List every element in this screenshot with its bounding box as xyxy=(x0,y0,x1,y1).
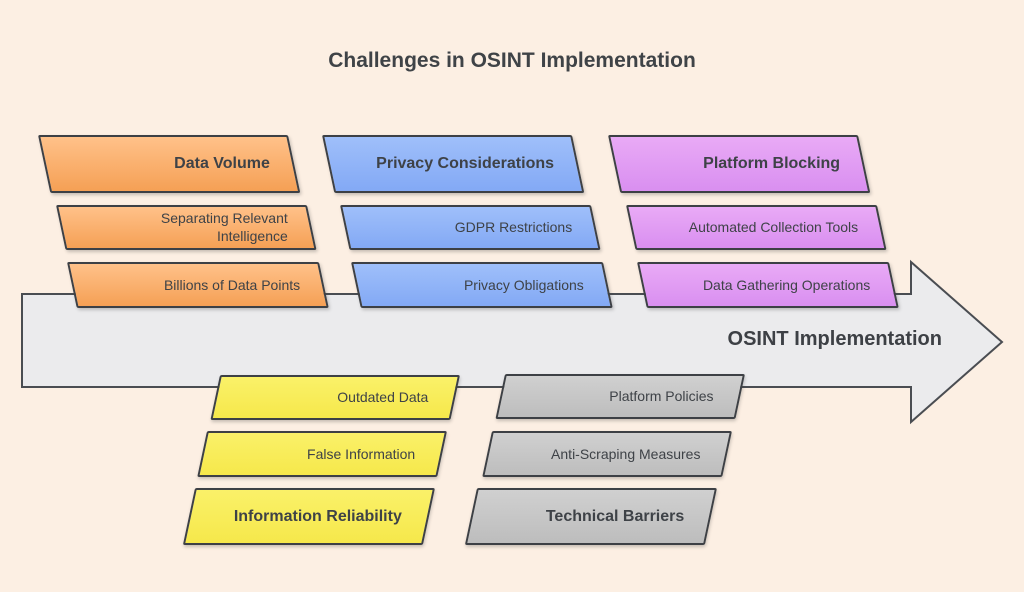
technical-barriers-item-2-label: Anti-Scraping Measures xyxy=(550,445,701,462)
information-reliability-item-2-label: False Information xyxy=(306,445,416,462)
information-reliability-item-1: Outdated Data xyxy=(210,375,460,420)
data-volume-header-label: Data Volume xyxy=(174,155,271,172)
platform-blocking-item-1-label: Automated Collection Tools xyxy=(688,219,858,236)
information-reliability-header-label: Information Reliability xyxy=(233,507,402,525)
platform-blocking-item-1: Automated Collection Tools xyxy=(626,205,887,250)
page-title: Challenges in OSINT Implementation xyxy=(328,49,696,72)
arrow-label: OSINT Implementation xyxy=(727,328,942,350)
platform-blocking-item-2-label: Data Gathering Operations xyxy=(702,276,870,293)
privacy-considerations-header-label: Privacy Considerations xyxy=(376,155,555,172)
data-volume-item-2: Billions of Data Points xyxy=(67,262,329,308)
data-volume-item-1-label: Separating Relevant Intelligence xyxy=(160,210,288,245)
privacy-considerations-item-1: GDPR Restrictions xyxy=(340,205,601,250)
platform-blocking-header: Platform Blocking xyxy=(608,135,871,193)
technical-barriers-item-1-label: Platform Policies xyxy=(608,388,714,405)
privacy-considerations-item-2: Privacy Obligations xyxy=(351,262,613,308)
information-reliability-item-2: False Information xyxy=(197,431,447,477)
information-reliability-item-1-label: Outdated Data xyxy=(337,389,429,406)
technical-barriers-header-label: Technical Barriers xyxy=(545,507,684,525)
platform-blocking-header-label: Platform Blocking xyxy=(703,155,841,172)
platform-blocking-item-2: Data Gathering Operations xyxy=(637,262,899,308)
information-reliability-header: Information Reliability xyxy=(182,488,435,545)
data-volume-header: Data Volume xyxy=(38,135,301,193)
data-volume-item-1: Separating Relevant Intelligence xyxy=(56,205,317,250)
privacy-considerations-header: Privacy Considerations xyxy=(322,135,585,193)
privacy-considerations-item-1-label: GDPR Restrictions xyxy=(454,219,572,236)
technical-barriers-item-1: Platform Policies xyxy=(495,374,745,419)
technical-barriers-item-2: Anti-Scraping Measures xyxy=(482,431,732,477)
data-volume-item-2-label: Billions of Data Points xyxy=(163,276,300,293)
privacy-considerations-item-2-label: Privacy Obligations xyxy=(464,276,584,293)
technical-barriers-header: Technical Barriers xyxy=(464,488,717,545)
